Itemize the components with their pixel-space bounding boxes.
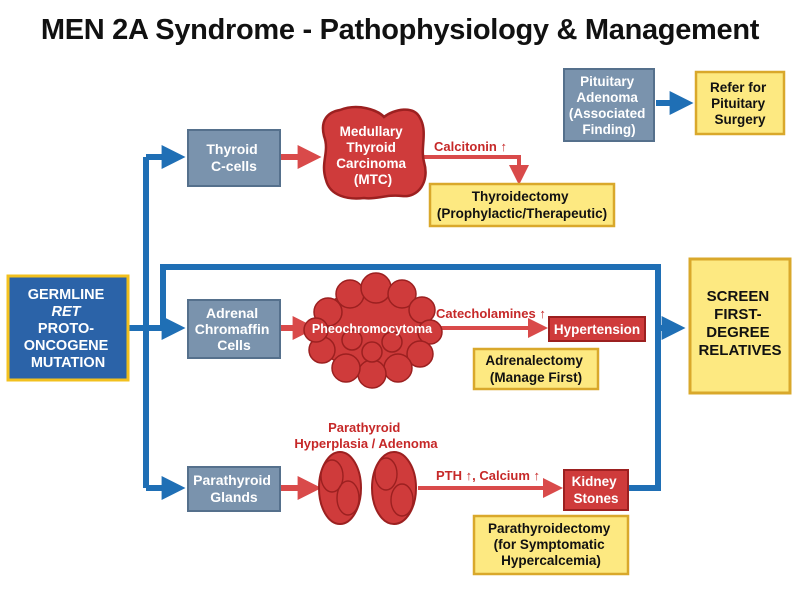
parathyroid-glands-line-1: Parathyroid — [193, 472, 271, 488]
adrenal-box — [187, 299, 281, 359]
svg-text:Parathyroid Glands: Parathyroid Glands — [193, 472, 275, 505]
parathyroid-glands-line-2: Glands — [210, 489, 258, 505]
germline-line-3: PROTO- — [38, 321, 94, 337]
germline-line-2: RET — [51, 304, 81, 320]
germline-line-4: ONCOGENE — [24, 338, 109, 354]
pituitary-surgery-box — [694, 70, 786, 136]
svg-text:Medullary Thyroid: Medullary Thyroid Carcinoma (MTC) — [336, 124, 410, 187]
pituitary-surgery-line-3: Surgery — [714, 112, 766, 127]
thyroid-c-cells-node: Thyroid C-cells — [187, 129, 281, 187]
parathyroid-glands-node: Parathyroid Glands — [187, 466, 281, 512]
germline-line-1: GERMLINE — [28, 287, 105, 303]
svg-text:Thyroidectomy (Prophylac: Thyroidectomy (Prophylactic/Therapeutic) — [437, 189, 607, 221]
pituitary-box — [563, 68, 655, 142]
parathyroidectomy-box — [472, 514, 630, 576]
thyroid-c-cells-line-2: C-cells — [211, 158, 257, 174]
thyroid-c-cells-line-1: Thyroid — [206, 141, 257, 157]
parathyroidectomy-line-1: Parathyroidectomy — [488, 521, 611, 536]
adrenalectomy-box — [472, 347, 600, 391]
pheo-label: Pheochromocytoma — [312, 322, 433, 336]
pituitary-surgery-node: Refer for Pituitary Surgery — [694, 70, 786, 136]
parathyroid-glands-box — [187, 466, 281, 512]
pituitary-line-1: Pituitary — [580, 74, 635, 89]
parathyroid-title-line-2: Hyperplasia / Adenoma — [294, 436, 438, 451]
svg-text:Refer for Pituitary: Refer for Pituitary Surgery — [710, 80, 770, 127]
hypertension-node: Hypertension — [548, 316, 646, 342]
calcitonin-label: Calcitonin ↑ — [434, 139, 507, 154]
adrenal-line-1: Adrenal — [206, 305, 258, 321]
screen-line-3: DEGREE — [706, 324, 769, 341]
kidney-stones-box — [563, 469, 629, 511]
svg-text:Thyroid C-cells: Thyroid C-cells — [206, 141, 261, 174]
kidney-stones-node: Kidney Stones — [563, 469, 629, 511]
svg-text:Adrenal Chromaffin: Adrenal Chromaffin Cells — [195, 305, 274, 353]
parathyroidectomy-node: Parathyroidectomy (for Symptomatic Hyper… — [472, 514, 630, 576]
parathyroidectomy-line-2: (for Symptomatic — [494, 537, 606, 552]
screen-line-1: SCREEN — [707, 288, 770, 305]
adrenalectomy-line-1: Adrenalectomy — [485, 353, 583, 368]
screen-line-2: FIRST- — [714, 306, 762, 323]
mtc-line-2: Thyroid — [346, 140, 396, 155]
catecholamines-label: Catecholamines ↑ — [436, 306, 546, 321]
screen-node: SCREEN FIRST- DEGREE RELATIVES — [688, 257, 792, 395]
pheo-shape — [303, 272, 443, 389]
mtc-shape — [321, 105, 427, 200]
pheo-node: Pheochromocytoma — [303, 272, 443, 389]
germline-box — [6, 274, 130, 382]
parathyroidectomy-line-3: Hypercalcemia) — [501, 553, 601, 568]
parathyroid-right-gland — [371, 451, 417, 525]
mtc-node: Medullary Thyroid Carcinoma (MTC) — [321, 105, 427, 200]
pituitary-node: Pituitary Adenoma (Associated Finding) — [563, 68, 655, 142]
parathyroid-title-line-1: Parathyroid — [328, 420, 400, 435]
adrenal-line-3: Cells — [217, 337, 251, 353]
blue-loop-from-kidney — [628, 328, 661, 491]
svg-text:Parathyroidectomy (for S: Parathyroidectomy (for Symptomatic Hyper… — [488, 521, 614, 568]
page-title: MEN 2A Syndrome - Pathophysiology & Mana… — [40, 14, 760, 46]
pituitary-surgery-line-2: Pituitary — [711, 96, 766, 111]
parathyroid-organ: Parathyroid Hyperplasia / Adenoma — [294, 420, 438, 525]
pituitary-line-4: Finding) — [582, 122, 635, 137]
thyroidectomy-box — [428, 182, 616, 228]
hypertension-label: Hypertension — [554, 322, 640, 337]
red-arrow-mtc-to-thyroidectomy — [420, 155, 529, 185]
kidney-stones-line-1: Kidney — [572, 474, 618, 489]
pituitary-surgery-line-1: Refer for — [710, 80, 767, 95]
thyroidectomy-node: Thyroidectomy (Prophylactic/Therapeutic) — [428, 182, 616, 228]
thyroidectomy-line-1: Thyroidectomy — [472, 189, 569, 204]
pituitary-line-3: (Associated — [569, 106, 646, 121]
thyroidectomy-line-2: (Prophylactic/Therapeutic) — [437, 206, 607, 221]
germline-node: GERMLINE RET PROTO- ONCOGENE MUTATION — [6, 274, 130, 382]
svg-text:Adrenalectomy (Manage Fi: Adrenalectomy (Manage First) — [485, 353, 586, 385]
screen-box — [688, 257, 792, 395]
svg-text:GERMLINE RET PROTO: GERMLINE RET PROTO- ONCOGENE MUTATION — [24, 287, 113, 371]
screen-line-4: RELATIVES — [698, 342, 781, 359]
hypertension-box — [548, 316, 646, 342]
adrenalectomy-line-2: (Manage First) — [490, 370, 582, 385]
svg-text:Kidney Stones: Kidney Stones — [572, 474, 621, 506]
germline-line-5: MUTATION — [31, 355, 105, 371]
mtc-line-1: Medullary — [340, 124, 404, 139]
thyroid-c-cells-box — [187, 129, 281, 187]
blue-loop-to-screen-top — [146, 264, 661, 331]
svg-text:Parathyroid Hyperplasia: Parathyroid Hyperplasia / Adenoma — [294, 420, 438, 451]
adrenal-line-2: Chromaffin — [195, 321, 270, 337]
pituitary-line-2: Adenoma — [576, 90, 638, 105]
svg-text:Pituitary Adenoma: Pituitary Adenoma (Associated Finding) — [569, 74, 649, 137]
pth-calcium-label: PTH ↑, Calcium ↑ — [436, 468, 540, 483]
mtc-line-4: (MTC) — [354, 172, 392, 187]
adrenalectomy-node: Adrenalectomy (Manage First) — [472, 347, 600, 391]
kidney-stones-line-2: Stones — [573, 491, 618, 506]
blue-connectors — [128, 91, 694, 500]
parathyroid-left-gland — [318, 451, 362, 525]
svg-text:SCREEN FIRST- DEGR: SCREEN FIRST- DEGREE RELATIVES — [698, 288, 781, 359]
mtc-line-3: Carcinoma — [336, 156, 406, 171]
adrenal-node: Adrenal Chromaffin Cells — [187, 299, 281, 359]
red-connectors — [281, 145, 563, 500]
